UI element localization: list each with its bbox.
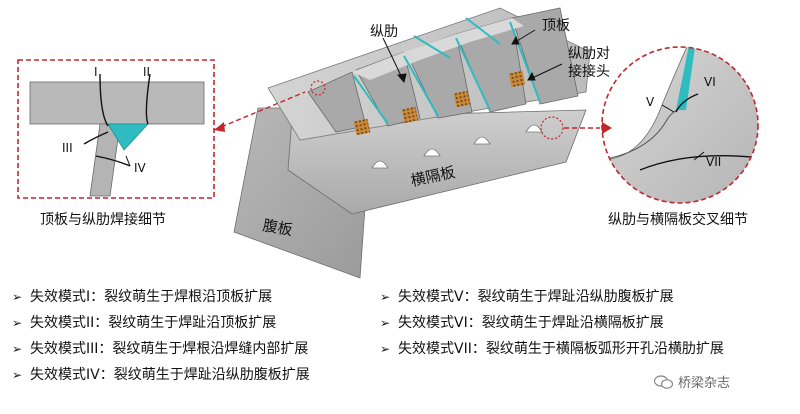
top-plate-section xyxy=(29,81,205,125)
left-detail xyxy=(17,59,215,199)
label-rib-splice-1: 纵肋对 xyxy=(568,46,610,62)
mode-IV-label: IV xyxy=(134,161,147,175)
wechat-icon xyxy=(654,375,674,389)
mode-I-label: I xyxy=(94,65,98,79)
diaphragm-plate xyxy=(287,109,587,215)
splice-patches xyxy=(353,70,526,136)
label-rib-splice-2: 接接头 xyxy=(568,63,610,80)
mode-VII-label: VII xyxy=(706,155,721,169)
weld-section xyxy=(107,123,149,151)
detail-marker-left xyxy=(310,80,326,96)
mode-VI-label: VI xyxy=(704,75,716,89)
mode-II-label: II xyxy=(143,65,150,79)
detail-marker-right xyxy=(540,116,564,140)
left-connector xyxy=(213,91,306,131)
right-detail xyxy=(601,46,759,204)
label-web: 腹板 xyxy=(261,216,294,239)
label-leaders xyxy=(382,29,563,84)
caption-right: 纵肋与横隔板交叉细节 xyxy=(608,211,748,228)
label-top-plate: 顶板 xyxy=(542,18,570,34)
deck-model xyxy=(233,7,591,279)
caption-left: 顶板与纵肋焊接细节 xyxy=(40,211,166,228)
watermark: 桥梁杂志 xyxy=(654,372,730,391)
mode-V-label: V xyxy=(646,95,655,109)
mode-III-label: III xyxy=(62,141,73,155)
label-longitudinal-rib: 纵肋 xyxy=(370,24,398,40)
weld-lines xyxy=(353,17,541,125)
